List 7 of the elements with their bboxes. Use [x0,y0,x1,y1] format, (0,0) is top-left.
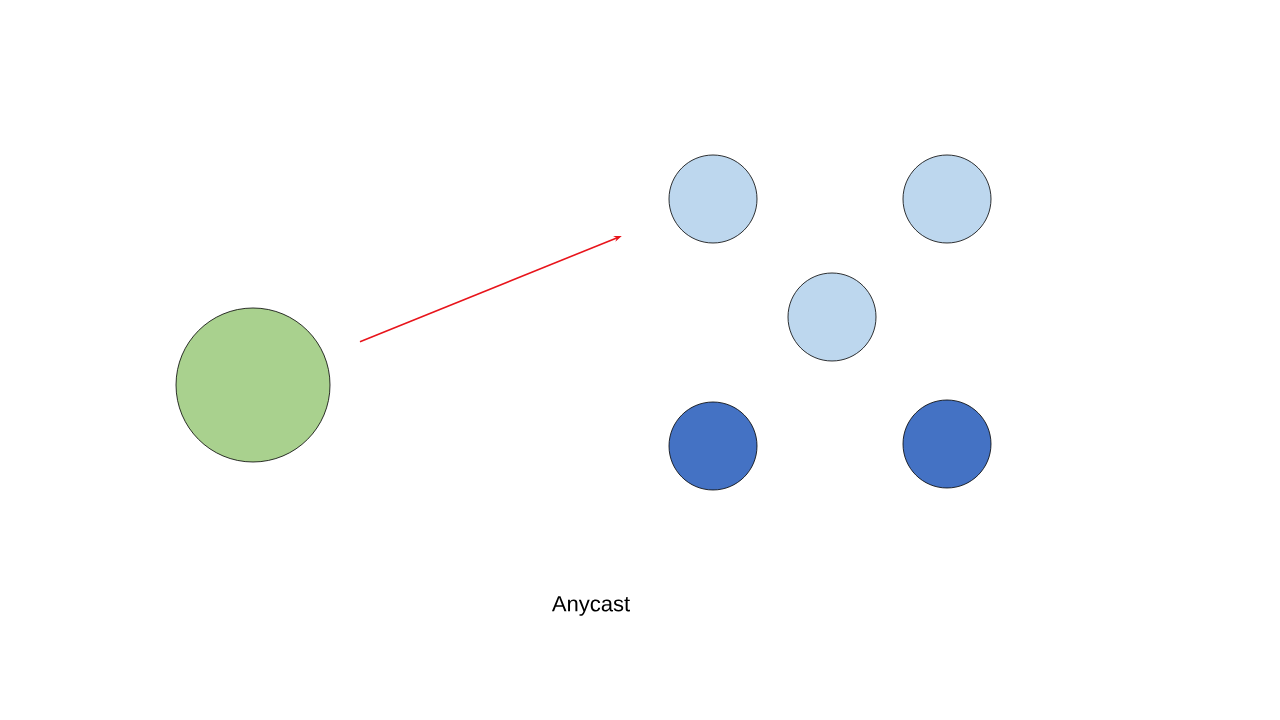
circle [902,399,992,489]
circle [902,154,992,244]
circle [668,401,758,491]
circle [175,307,331,463]
circle [668,154,758,244]
circle [787,272,877,362]
caption: Anycast [551,596,630,616]
